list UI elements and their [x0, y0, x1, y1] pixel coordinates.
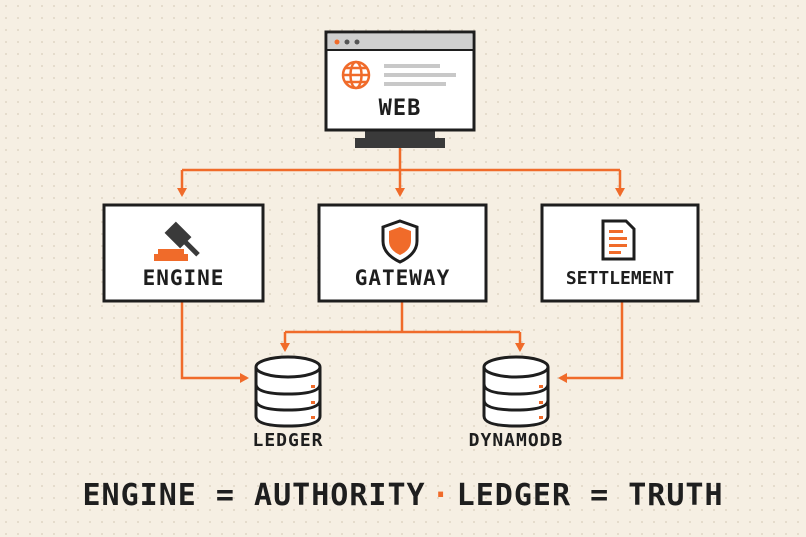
- settlement-node: [540, 203, 700, 303]
- caption-right: LEDGER = TRUTH: [456, 478, 724, 513]
- engine-box: [102, 203, 265, 303]
- ledger-database-icon: [254, 355, 322, 428]
- settlement-label: SETTLEMENT: [565, 268, 675, 289]
- gateway-label: GATEWAY: [354, 266, 451, 290]
- globe-icon: [341, 60, 371, 90]
- window-titlebar: [328, 34, 472, 49]
- caption-left: ENGINE = AUTHORITY: [82, 478, 426, 513]
- web-node: [324, 30, 476, 148]
- gateway-node: [317, 203, 488, 303]
- monitor-base: [355, 138, 445, 148]
- ledger-label: LEDGER: [252, 430, 324, 451]
- dynamodb-database-icon: [482, 355, 550, 428]
- window-dot: [354, 39, 360, 45]
- shield-icon: [381, 219, 419, 264]
- window-dot: [344, 39, 350, 45]
- engine-label: ENGINE: [142, 266, 225, 290]
- text-lines: [384, 64, 456, 86]
- document-icon: [601, 219, 636, 261]
- engine-node: [102, 203, 265, 303]
- web-label: WEB: [378, 96, 422, 121]
- caption-separator: ·: [431, 478, 451, 513]
- connector-engine-ledger: [180, 302, 249, 383]
- caption: ENGINE = AUTHORITY·LEDGER = TRUTH: [0, 478, 806, 513]
- window-dot: [334, 39, 340, 45]
- dynamodb-label: DYNAMODB: [468, 430, 564, 451]
- monitor-stand: [365, 130, 435, 138]
- gavel-icon: [154, 221, 200, 261]
- connector-settlement-dynamodb: [558, 302, 624, 383]
- connectors: [177, 148, 625, 383]
